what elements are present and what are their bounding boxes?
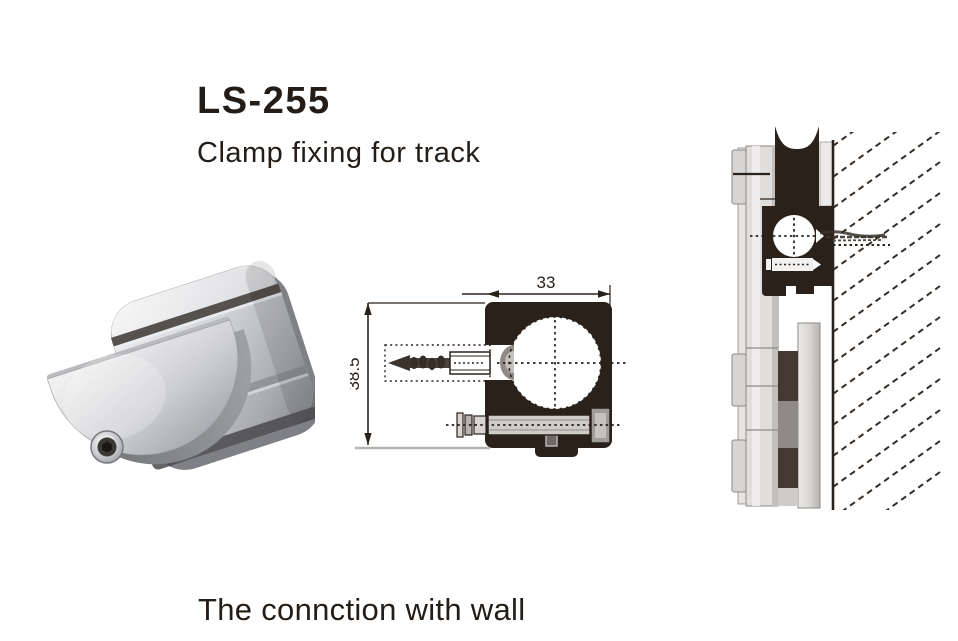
wall-screw xyxy=(819,230,890,246)
track-slot-groove xyxy=(111,283,282,347)
figure-caption: The connction with wall xyxy=(198,592,526,627)
front-view-drawing: 33 38.5 xyxy=(350,263,670,463)
front-view-illustration: 33 38.5 xyxy=(350,273,628,457)
body-tab-detail xyxy=(545,434,558,447)
side-view-illustration xyxy=(731,126,941,510)
dimension-height: 38.5 xyxy=(350,302,485,445)
product-photo xyxy=(30,248,315,510)
side-bore-circle xyxy=(750,212,831,264)
wall-hatching xyxy=(834,132,941,510)
width-dimension-label: 33 xyxy=(537,273,556,292)
product-model: LS-255 xyxy=(197,80,331,122)
product-description: Clamp fixing for track xyxy=(197,137,481,169)
threaded-rod xyxy=(446,407,622,444)
hex-socket-screw xyxy=(90,430,124,464)
side-threaded-rod xyxy=(766,258,821,271)
clamp-photo-illustration xyxy=(46,260,315,470)
wall-mount-side-view xyxy=(700,118,950,518)
height-dimension-label: 38.5 xyxy=(350,357,363,390)
dimension-width: 33 xyxy=(462,273,611,313)
hidden-fixing-screw xyxy=(384,344,491,382)
